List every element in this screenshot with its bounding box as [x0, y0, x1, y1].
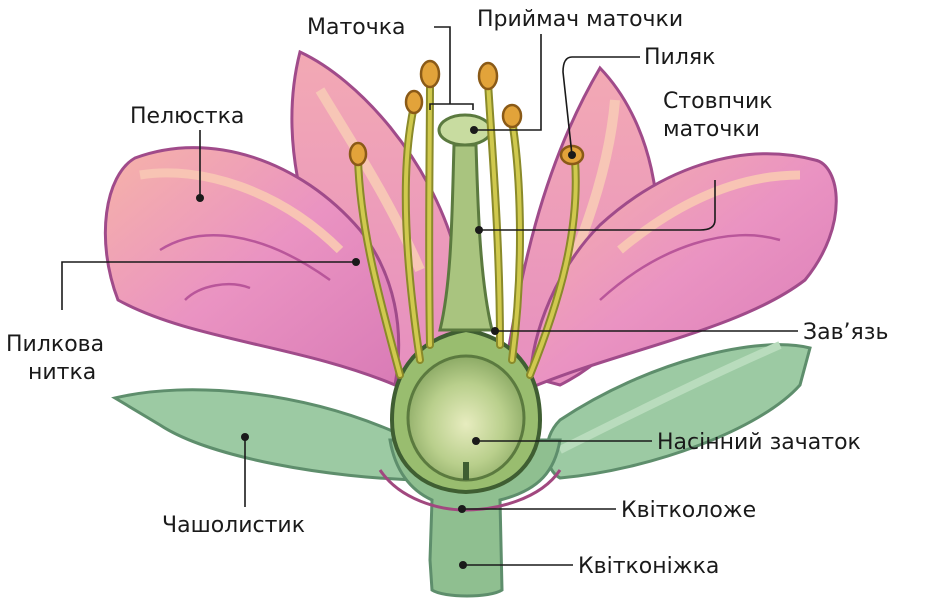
label-ovule: Насінний зачаток: [657, 430, 861, 455]
label-petal: Пелюстка: [130, 104, 244, 129]
label-filament-line2: нитка: [28, 360, 96, 385]
label-pedicel: Квітконіжка: [578, 554, 719, 579]
ovary-shape: [392, 330, 540, 492]
label-stigma: Приймач маточки: [477, 7, 683, 32]
label-pistil: Маточка: [307, 15, 406, 40]
label-ovary: Зав’язь: [803, 320, 888, 345]
label-sepal: Чашолистик: [162, 513, 305, 538]
label-style-line1: Стовпчик: [663, 89, 773, 114]
label-anther: Пиляк: [644, 45, 715, 70]
label-receptacle: Квітколоже: [621, 498, 756, 523]
label-style-line2: маточки: [663, 117, 760, 142]
label-filament-line1: Пилкова: [6, 332, 104, 357]
